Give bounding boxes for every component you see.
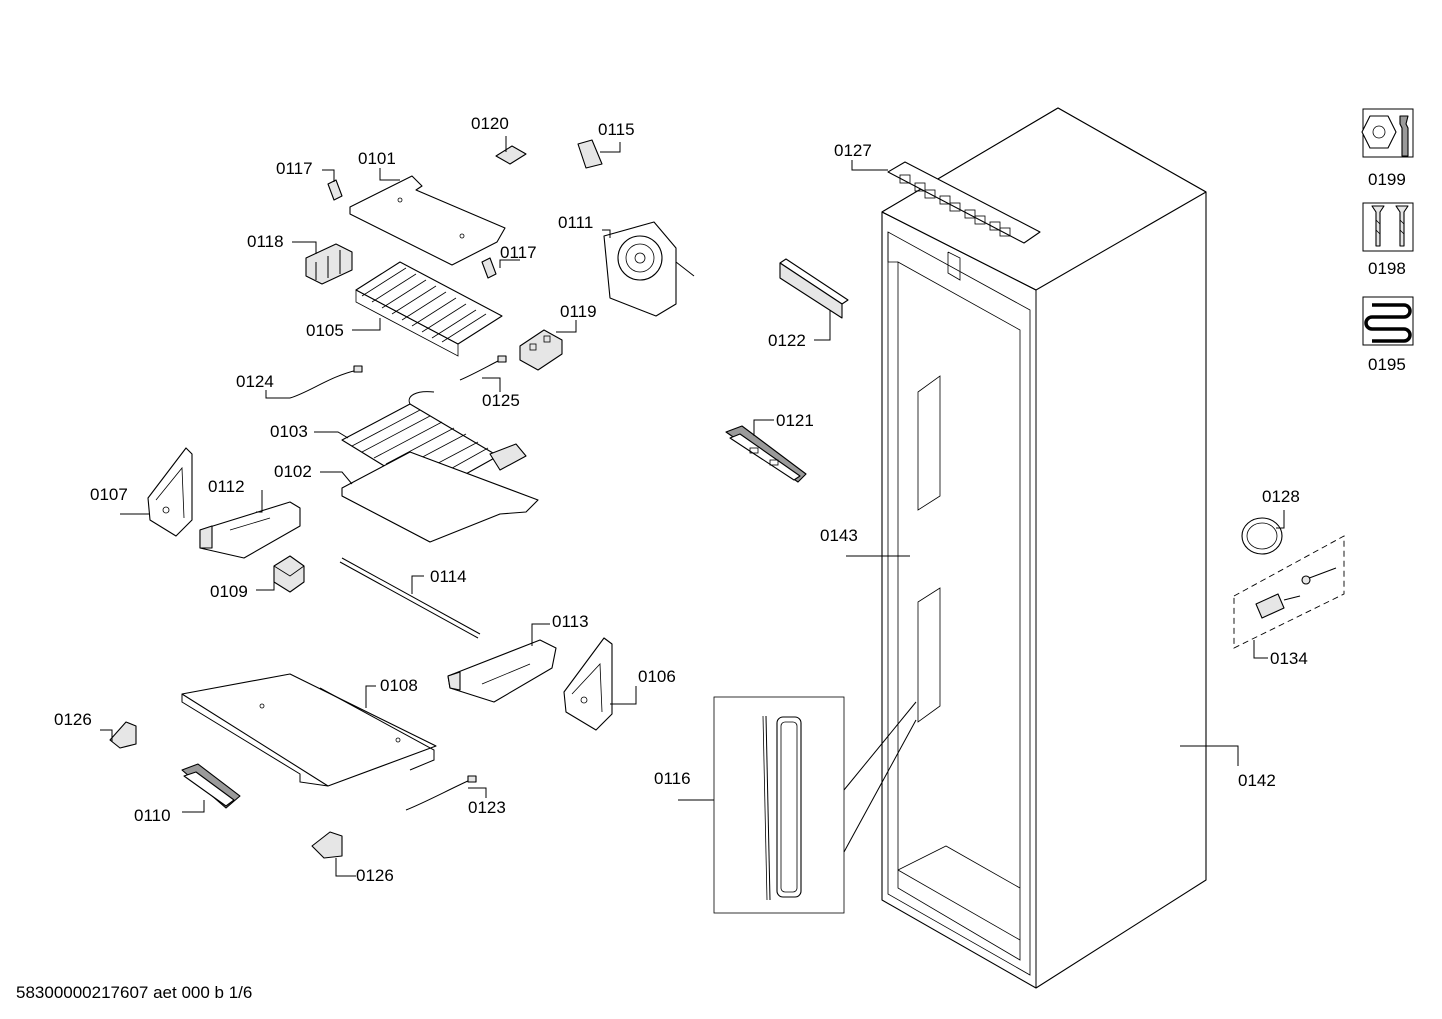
label-0128: 0128 bbox=[1262, 487, 1300, 506]
label-0105: 0105 bbox=[306, 321, 344, 340]
part-0114-rod[interactable] bbox=[339, 557, 481, 639]
label-0198: 0198 bbox=[1368, 259, 1406, 278]
label-0106: 0106 bbox=[638, 667, 676, 686]
label-0122: 0122 bbox=[768, 331, 806, 350]
part-0123-sensor[interactable] bbox=[405, 775, 477, 811]
part-0120-clip[interactable] bbox=[495, 145, 527, 165]
label-0108: 0108 bbox=[380, 676, 418, 695]
part-0119-clip[interactable] bbox=[519, 329, 563, 371]
label-0126a: 0126 bbox=[54, 710, 92, 729]
label-0199: 0199 bbox=[1368, 170, 1406, 189]
label-0110: 0110 bbox=[134, 806, 171, 825]
heater-coil-icon bbox=[1362, 296, 1414, 346]
part-0117-clip-b[interactable] bbox=[481, 257, 497, 279]
part-0126-hinge-b[interactable] bbox=[311, 831, 343, 859]
label-0124: 0124 bbox=[236, 372, 274, 391]
label-0123: 0123 bbox=[468, 798, 506, 817]
part-0117-clip-a[interactable] bbox=[327, 179, 343, 201]
part-0115-clip[interactable] bbox=[577, 139, 603, 169]
part-0106-bracket[interactable] bbox=[563, 637, 613, 731]
label-0142: 0142 bbox=[1238, 771, 1276, 790]
screws-icon bbox=[1362, 202, 1414, 252]
label-0112: 0112 bbox=[208, 477, 245, 496]
label-0116: 0116 bbox=[654, 769, 691, 788]
part-0105-evaporator[interactable] bbox=[355, 261, 503, 357]
label-0127: 0127 bbox=[834, 141, 872, 160]
label-0121: 0121 bbox=[776, 411, 814, 430]
label-0111: 0111 bbox=[558, 213, 593, 232]
label-0125: 0125 bbox=[482, 391, 520, 410]
part-0113-housing[interactable] bbox=[447, 639, 557, 703]
part-0109-block[interactable] bbox=[273, 555, 305, 593]
part-0108-shelf[interactable] bbox=[181, 673, 437, 787]
label-0143: 0143 bbox=[820, 526, 858, 545]
label-0102: 0102 bbox=[274, 462, 312, 481]
part-0121-bracket[interactable] bbox=[725, 425, 807, 483]
label-0119: 0119 bbox=[560, 302, 597, 321]
label-0101: 0101 bbox=[358, 149, 396, 168]
label-0117b: 0117 bbox=[500, 243, 537, 262]
label-0113: 0113 bbox=[552, 612, 589, 631]
part-0110-handle[interactable] bbox=[181, 763, 241, 809]
label-0195: 0195 bbox=[1368, 355, 1406, 374]
label-0114: 0114 bbox=[430, 567, 467, 586]
part-0101-cover[interactable] bbox=[349, 175, 506, 266]
label-0103: 0103 bbox=[270, 422, 308, 441]
footer-document-id: 58300000217607 aet 000 b 1/6 bbox=[16, 983, 252, 1002]
label-0134: 0134 bbox=[1270, 649, 1308, 668]
label-0109: 0109 bbox=[210, 582, 248, 601]
part-0125-sensor[interactable] bbox=[459, 355, 507, 381]
leader-lines bbox=[100, 136, 1285, 877]
part-0111-fan[interactable] bbox=[603, 221, 695, 317]
part-0112-housing[interactable] bbox=[199, 501, 301, 559]
tools-icon bbox=[1361, 108, 1414, 158]
label-0117a: 0117 bbox=[276, 159, 313, 178]
part-0102-tray[interactable] bbox=[341, 451, 539, 543]
part-0127-control-strip[interactable] bbox=[887, 161, 1041, 244]
part-0134-kit[interactable] bbox=[1233, 535, 1345, 649]
part-0128-ring[interactable] bbox=[1241, 517, 1283, 555]
part-0122-panel[interactable] bbox=[779, 258, 849, 319]
label-0115: 0115 bbox=[598, 120, 635, 139]
part-0118-bracket[interactable] bbox=[305, 243, 353, 285]
part-0107-bracket[interactable] bbox=[147, 447, 193, 537]
label-0118: 0118 bbox=[247, 232, 284, 251]
label-0120: 0120 bbox=[471, 114, 509, 133]
part-0124-sensor[interactable] bbox=[289, 365, 363, 399]
label-0107: 0107 bbox=[90, 485, 128, 504]
part-labels: 0117 0101 0120 0115 0118 0117 0111 0105 … bbox=[54, 114, 1406, 885]
part-0116-inset[interactable] bbox=[713, 696, 917, 914]
part-0126-hinge-a[interactable] bbox=[109, 721, 137, 749]
cabinet-body[interactable] bbox=[881, 107, 1207, 989]
label-0126b: 0126 bbox=[356, 866, 394, 885]
